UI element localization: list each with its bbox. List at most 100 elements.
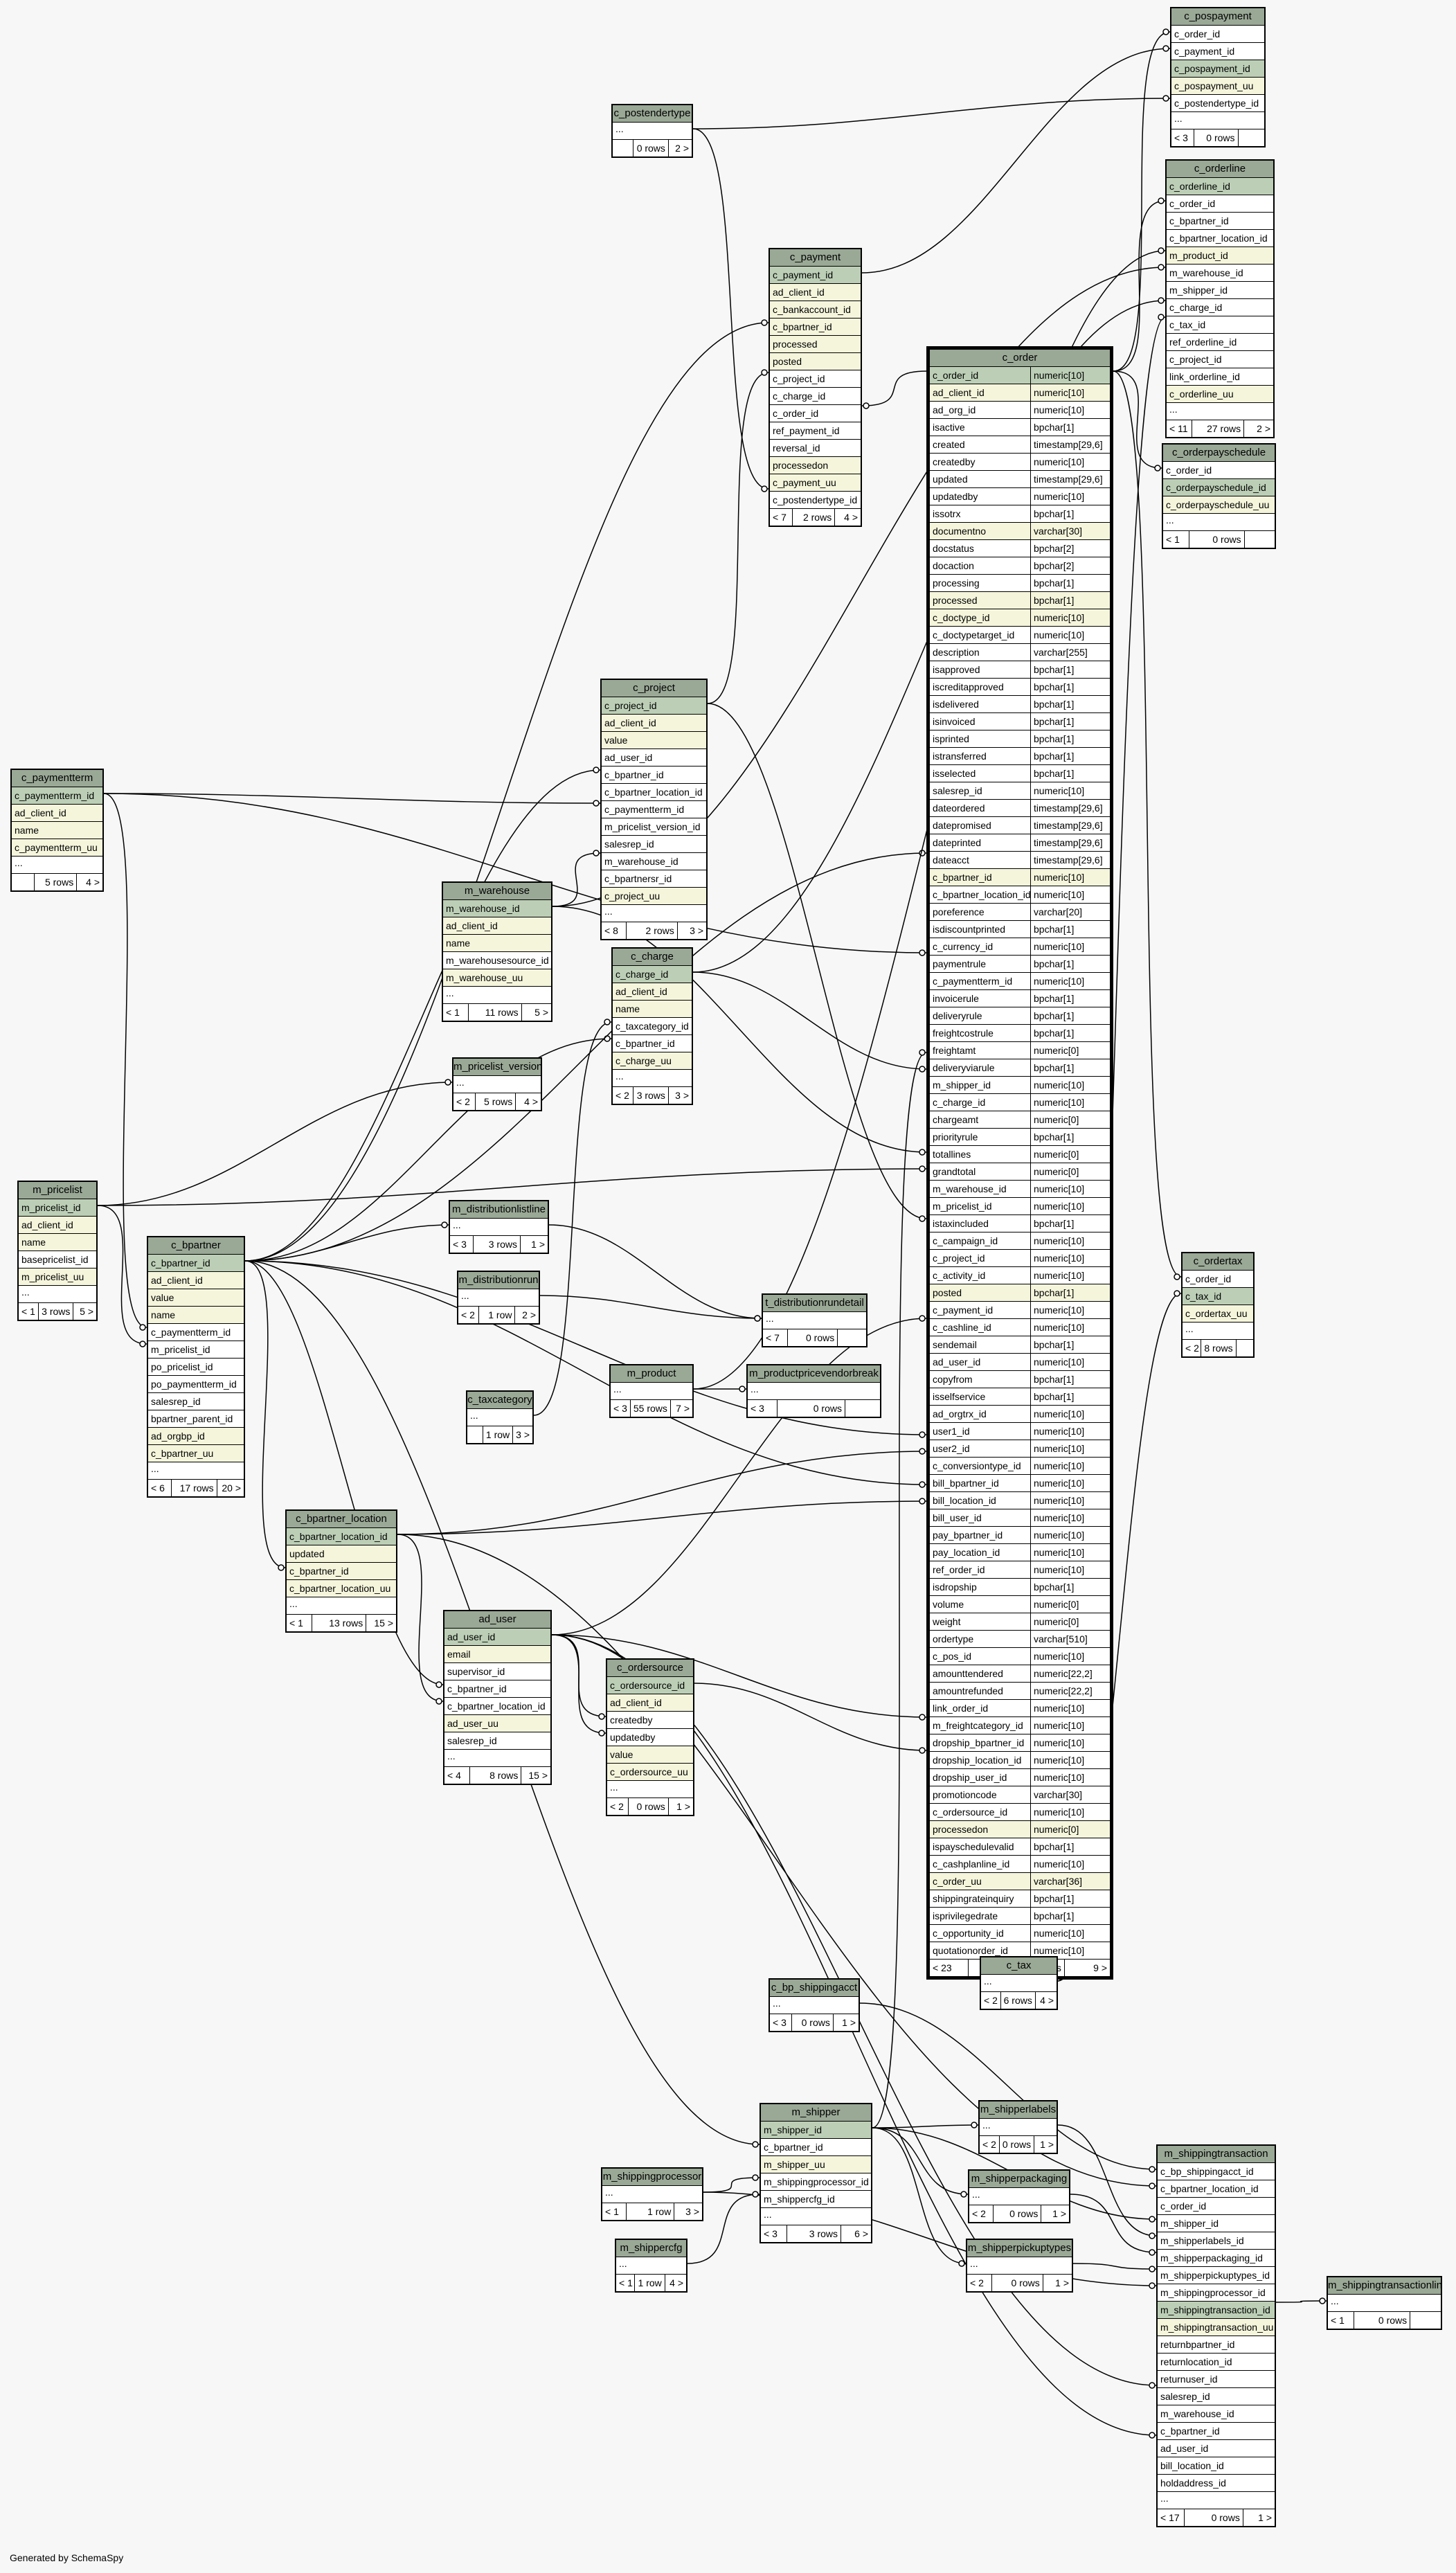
column-row[interactable]: c_bpartner_id <box>770 319 861 336</box>
column-row[interactable]: m_product_id <box>1167 247 1273 265</box>
column-row[interactable]: c_postendertype_id <box>770 492 861 509</box>
parents-count[interactable]: < 2 <box>613 1087 633 1104</box>
column-row[interactable]: c_bpartner_location_id <box>1167 230 1273 247</box>
column-row[interactable]: name <box>19 1234 96 1251</box>
column-row[interactable]: c_bpartner_location_id <box>1158 2180 1275 2198</box>
children-count[interactable]: 3 > <box>685 2206 699 2217</box>
column-row[interactable]: ad_user_id <box>1158 2440 1275 2457</box>
children-count[interactable]: 1 > <box>1258 2512 1272 2523</box>
column-row[interactable]: m_pricelist_uu <box>19 1268 96 1286</box>
children-count[interactable]: 4 > <box>86 877 100 888</box>
children-count[interactable] <box>838 1329 866 1346</box>
children-count[interactable]: 1 > <box>676 1801 690 1812</box>
children-count[interactable]: 2 > <box>522 1309 536 1320</box>
column-row[interactable]: value <box>148 1289 244 1307</box>
column-row[interactable]: returnuser_id <box>1158 2371 1275 2388</box>
column-row[interactable]: m_shippingprocessor_id <box>761 2173 871 2191</box>
column-row[interactable]: c_bpartnersr_id <box>602 870 706 888</box>
column-row[interactable]: c_orderpayschedule_uu <box>1163 496 1275 514</box>
parents-count[interactable]: < 2 <box>969 2205 994 2222</box>
column-row[interactable]: c_project_id <box>770 370 861 388</box>
table-title[interactable]: c_project <box>602 680 706 697</box>
column-row[interactable]: m_warehouse_id <box>602 853 706 870</box>
table-title[interactable]: m_shipperlabels <box>980 2101 1057 2119</box>
column-row[interactable]: c_paymentterm_id <box>602 801 706 818</box>
column-row[interactable]: c_bpartner_id <box>287 1563 396 1580</box>
column-row[interactable]: ref_orderline_id <box>1167 334 1273 351</box>
parents-count[interactable]: < 2 <box>453 1093 476 1110</box>
children-count[interactable]: 4 > <box>524 1096 538 1107</box>
table-title[interactable]: c_orderline <box>1167 161 1273 178</box>
column-row[interactable]: createdby <box>607 1712 693 1729</box>
parents-count[interactable]: < 3 <box>611 1400 631 1417</box>
column-row[interactable]: m_shippercfg_id <box>761 2191 871 2208</box>
column-row[interactable]: salesrep_id <box>148 1393 244 1410</box>
parents-count[interactable]: < 1 <box>287 1615 313 1631</box>
parents-count[interactable]: < 7 <box>763 1329 788 1346</box>
column-row[interactable]: m_warehousesource_id <box>443 952 551 969</box>
parents-count[interactable]: < 3 <box>748 1400 778 1417</box>
children-count[interactable]: 5 > <box>80 1306 93 1317</box>
column-row[interactable]: c_ordersource_uu <box>607 1764 693 1781</box>
column-row[interactable]: basepricelist_id <box>19 1251 96 1268</box>
children-count[interactable]: 4 > <box>1040 1995 1054 2006</box>
column-row[interactable]: processedon <box>770 457 861 474</box>
children-count[interactable]: 4 > <box>844 512 858 523</box>
column-row[interactable]: supervisor_id <box>444 1663 550 1680</box>
children-count[interactable]: 1 > <box>531 1239 545 1250</box>
table-title[interactable]: c_payment <box>770 249 861 267</box>
children-count[interactable]: 2 > <box>675 143 689 154</box>
column-row[interactable]: c_bpartner_location_uu <box>287 1580 396 1597</box>
column-row[interactable]: m_warehouse_uu <box>443 969 551 987</box>
children-count[interactable]: 9 > <box>1093 1962 1107 1973</box>
column-row[interactable]: c_order_id <box>770 405 861 422</box>
column-row[interactable]: m_shipper_uu <box>761 2156 871 2173</box>
column-row[interactable]: salesrep_id <box>444 1732 550 1750</box>
column-row[interactable]: email <box>444 1646 550 1663</box>
column-row[interactable]: c_paymentterm_id <box>148 1324 244 1341</box>
parents-count[interactable]: < 11 <box>1167 420 1192 437</box>
table-title[interactable]: m_warehouse <box>443 883 551 900</box>
children-count[interactable]: 5 > <box>534 1007 548 1018</box>
children-count[interactable]: 1 > <box>1040 2139 1054 2150</box>
column-row[interactable]: bpartner_parent_id <box>148 1410 244 1428</box>
column-row[interactable]: bill_location_id <box>1158 2457 1275 2475</box>
children-count[interactable] <box>1245 531 1275 548</box>
column-row[interactable]: c_order_id <box>1158 2198 1275 2215</box>
